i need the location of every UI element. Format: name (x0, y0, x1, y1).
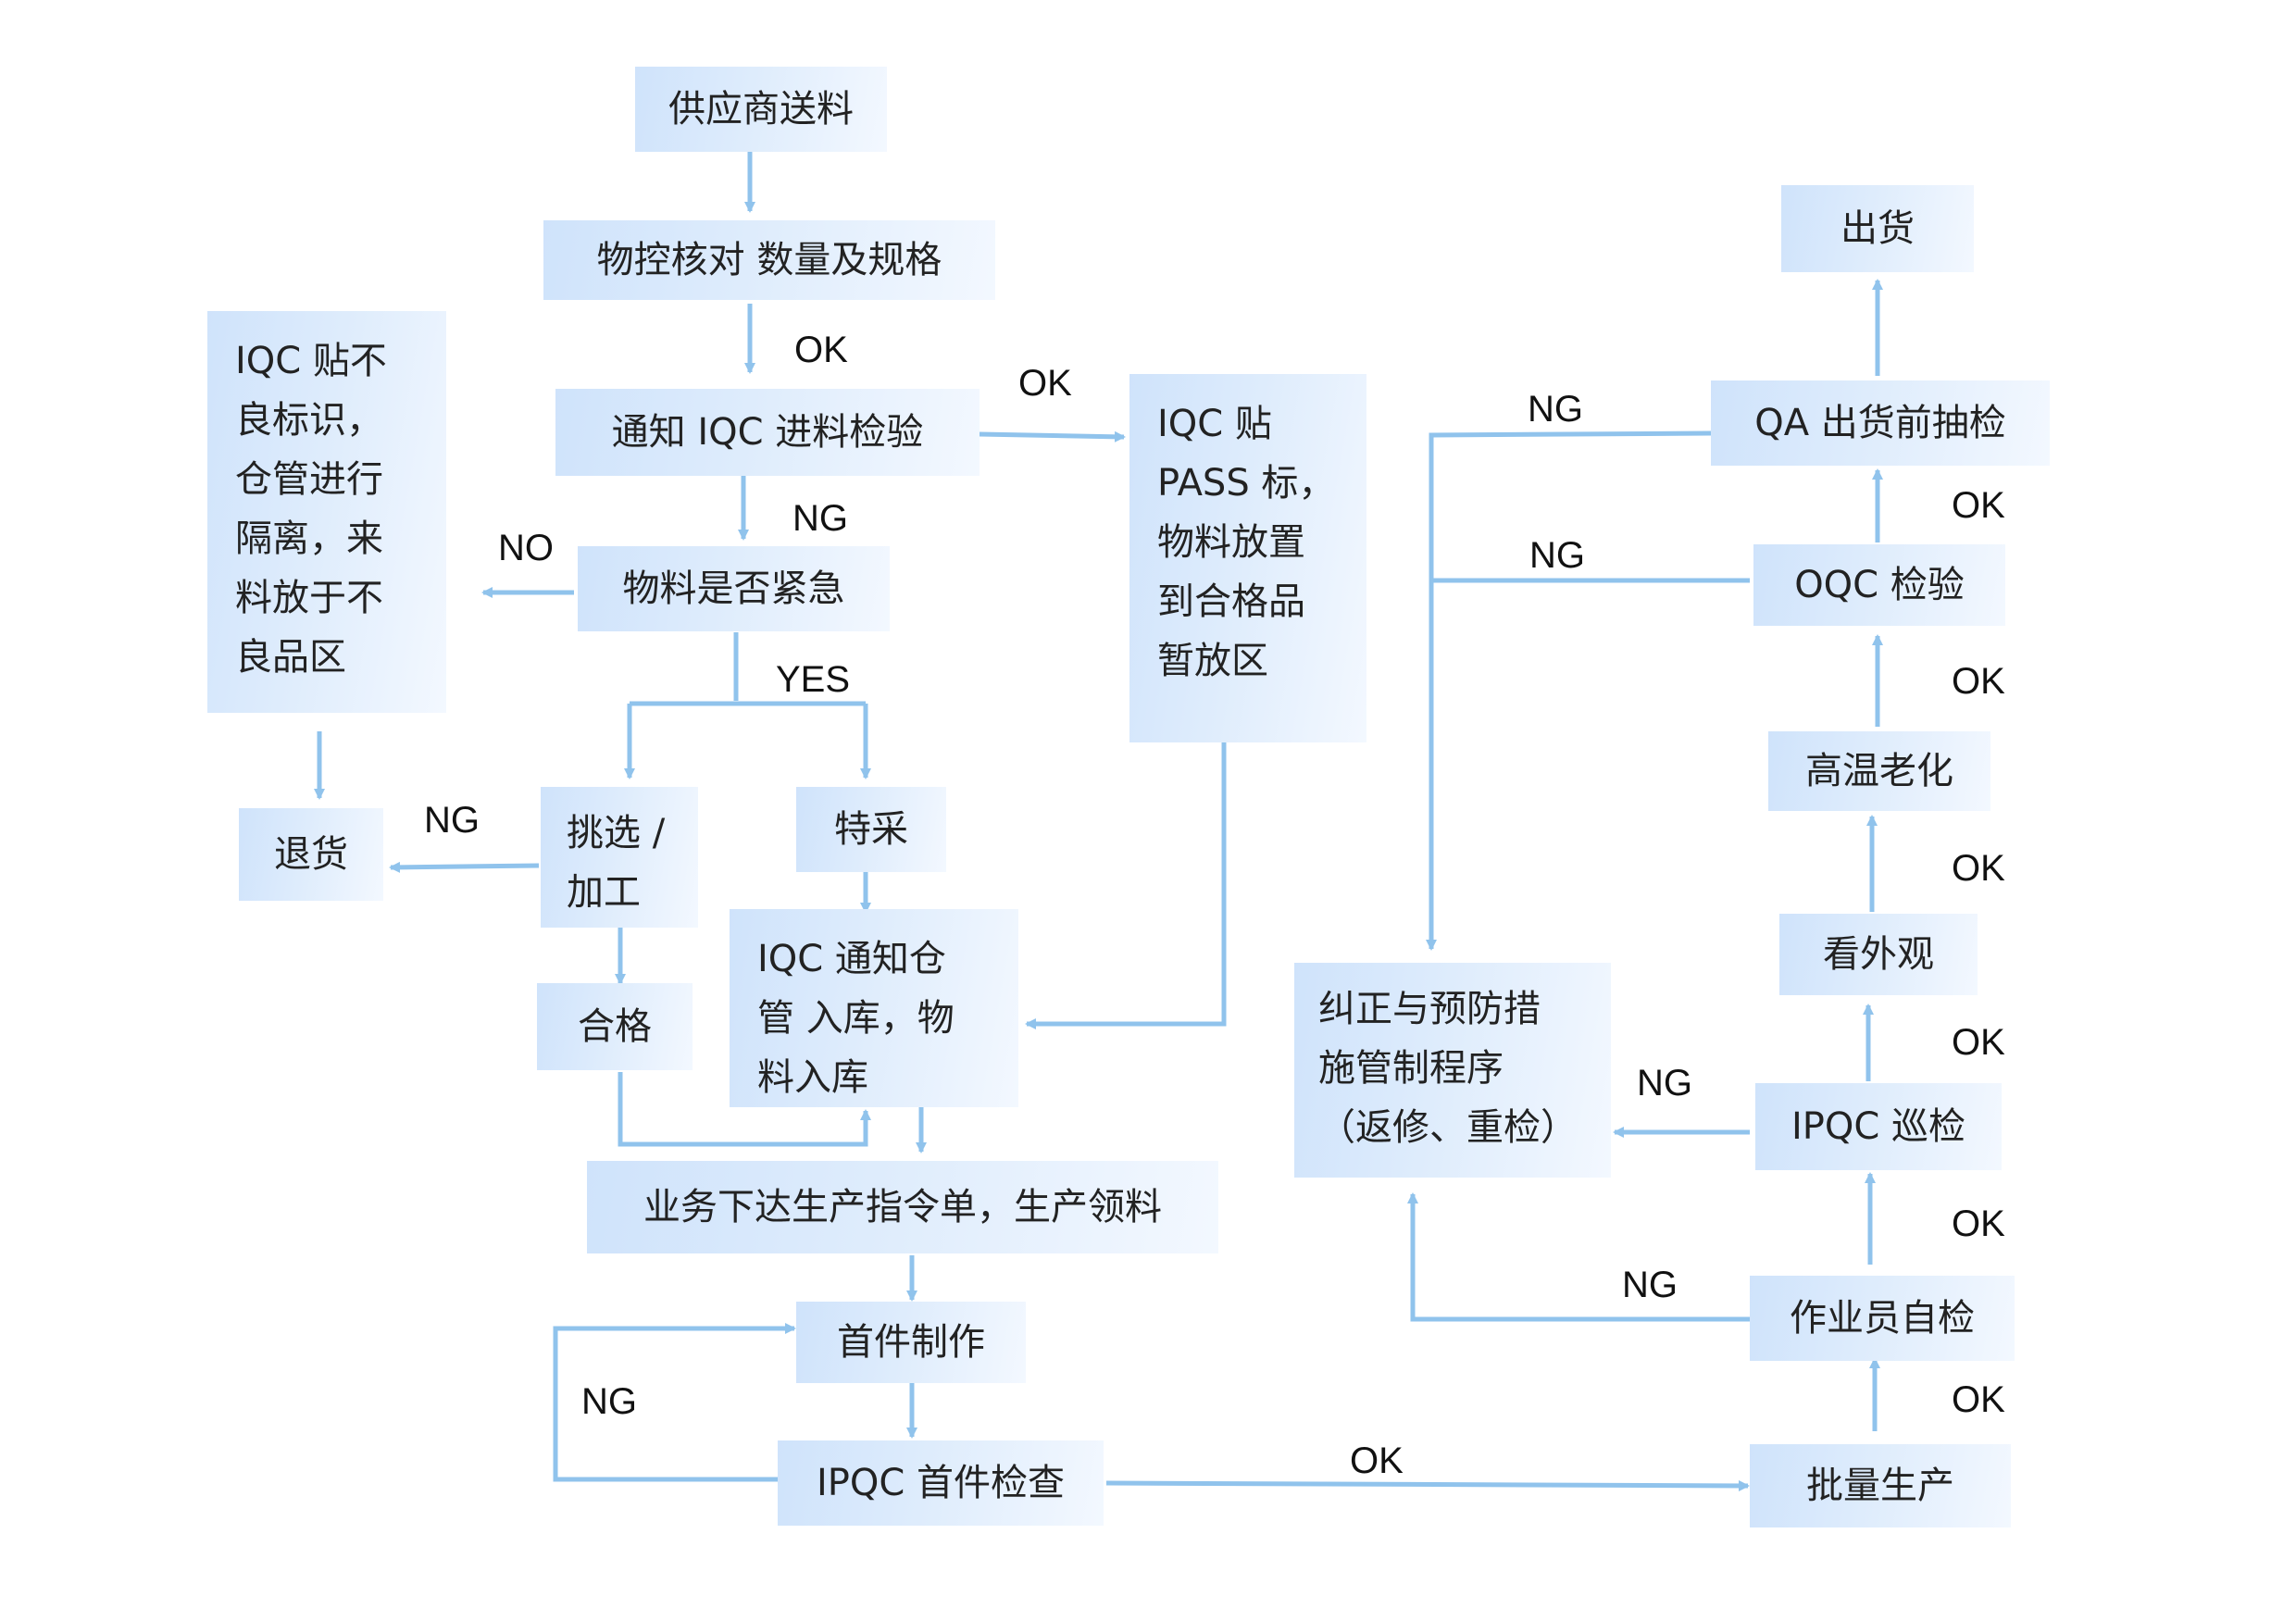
node-qa-pre-shipment: QA 出货前抽检 (1711, 380, 2050, 466)
arrow-self-check-ng (1407, 1192, 1752, 1322)
node-ipqc-patrol: IPQC 巡检 (1755, 1083, 2002, 1170)
label-ng-select-to-return: NG (424, 800, 480, 841)
node-special-purchase: 特采 (796, 787, 946, 872)
label-ok-first-article-to-mass: OK (1350, 1440, 1404, 1481)
node-supplier-delivery: 供应商送料 (635, 67, 887, 152)
arrow-ipqc-to-mass (1105, 1479, 1750, 1491)
label-ok-self-to-patrol: OK (1952, 1203, 2005, 1244)
node-appearance-check: 看外观 (1779, 914, 1978, 995)
label-ng-first-article: NG (581, 1381, 637, 1422)
label-ng-oqc: NG (1529, 535, 1585, 576)
label-ok-oqc-to-qa: OK (1952, 485, 2005, 526)
arrow-notify-iqc-to-pass (979, 430, 1126, 443)
node-operator-self-check: 作业员自检 (1750, 1276, 2015, 1361)
label-ok-iqc-to-pass: OK (1018, 363, 1072, 404)
node-high-temp-aging: 高温老化 (1768, 731, 1990, 811)
node-material-control-check: 物控核对 数量及规格 (543, 220, 995, 300)
label-ng-iqc-to-urgent: NG (792, 498, 848, 539)
arrow-ipqc-ng-loop (553, 1323, 796, 1482)
label-no-urgent: NO (498, 528, 554, 568)
label-ok-aging-to-oqc: OK (1952, 661, 2005, 702)
node-iqc-pass-label: IQC 贴 PASS 标， 物料放置 到合格品 暂放区 (1129, 374, 1366, 742)
node-iqc-reject-label: IQC 贴不 良标识， 仓管进行 隔离，来 料放于不 良品区 (207, 311, 446, 713)
node-urgent-check: 物料是否紧急 (578, 546, 890, 631)
node-oqc-inspection: OQC 检验 (1753, 544, 2005, 626)
node-production-order: 业务下达生产指令单，生产领料 (587, 1161, 1218, 1253)
arrow-pass-to-warehouse (1025, 742, 1227, 1029)
node-first-article: 首件制作 (796, 1302, 1026, 1383)
label-ok-mass-to-self: OK (1952, 1379, 2005, 1420)
node-iqc-notify-warehouse: IQC 通知仓 管 入库，物 料入库 (730, 909, 1018, 1107)
node-return-goods: 退货 (239, 808, 383, 901)
arrow-qualified-to-warehouse (618, 1072, 871, 1147)
arrow-qa-ng (1426, 430, 1712, 951)
label-ng-qa: NG (1528, 389, 1583, 430)
node-qualified: 合格 (537, 983, 693, 1070)
node-corrective-action: 纠正与预防措 施管制程序 （返修、重检） (1294, 963, 1611, 1178)
label-ok-appearance-to-aging: OK (1952, 848, 2005, 889)
node-shipment: 出货 (1781, 185, 1974, 272)
node-ipqc-first-article: IPQC 首件检查 (778, 1440, 1104, 1526)
node-select-process: 挑选 / 加工 (541, 787, 698, 928)
label-ng-self-check: NG (1622, 1265, 1678, 1305)
label-ok-material-to-iqc: OK (794, 330, 848, 370)
label-yes-urgent: YES (776, 659, 851, 700)
label-ok-patrol-to-appearance: OK (1952, 1022, 2005, 1063)
label-ng-patrol: NG (1637, 1063, 1692, 1104)
arrow-select-to-return (389, 861, 540, 873)
node-notify-iqc: 通知 IQC 进料检验 (555, 389, 980, 476)
node-mass-production: 批量生产 (1750, 1444, 2011, 1527)
